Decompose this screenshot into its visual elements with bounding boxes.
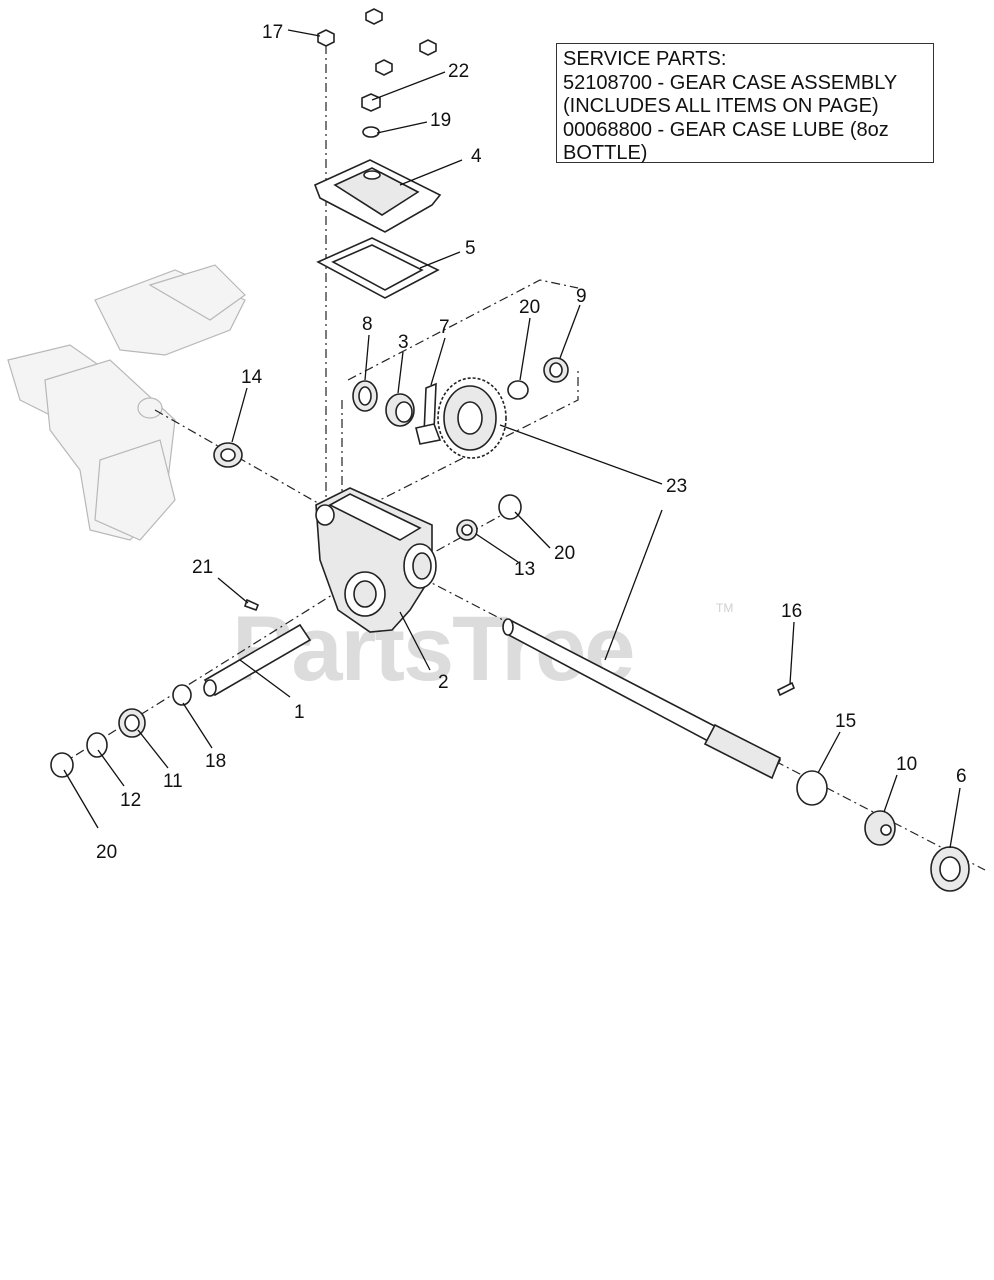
worm-gear bbox=[437, 377, 507, 459]
callout-label: 4 bbox=[471, 146, 482, 167]
callout-label: 14 bbox=[241, 367, 263, 388]
watermark-text: PartsTree bbox=[232, 598, 633, 700]
service-parts-line: (INCLUDES ALL ITEMS ON PAGE) bbox=[563, 95, 879, 117]
callout-label: 21 bbox=[192, 557, 213, 578]
service-parts-line: BOTTLE) bbox=[563, 142, 648, 164]
callout-label: 8 bbox=[362, 314, 373, 335]
callout-label: 11 bbox=[163, 771, 183, 792]
callout-label: 19 bbox=[430, 110, 451, 131]
callout-label: 1 bbox=[294, 702, 305, 723]
impeller-shaft bbox=[502, 618, 782, 780]
callout-label: 9 bbox=[576, 286, 587, 307]
callout-label: 15 bbox=[835, 711, 856, 732]
service-parts-box: SERVICE PARTS: 52108700 - GEAR CASE ASSE… bbox=[556, 43, 934, 164]
callout-label: 16 bbox=[781, 601, 802, 622]
washer-left bbox=[213, 442, 243, 468]
service-parts-line: 00068800 - GEAR CASE LUBE (8oz bbox=[563, 118, 889, 141]
bolts bbox=[317, 8, 437, 138]
callout-label: 10 bbox=[896, 754, 917, 775]
service-parts-line: SERVICE PARTS: bbox=[563, 48, 727, 70]
gasket bbox=[316, 237, 440, 299]
service-parts-line: 52108700 - GEAR CASE ASSEMBLY bbox=[563, 71, 898, 94]
auger-shaft bbox=[203, 598, 312, 697]
callout-label: 3 bbox=[398, 332, 409, 353]
gear-case-housing bbox=[315, 487, 437, 633]
callout-label: 7 bbox=[439, 317, 450, 338]
callout-label: 2 bbox=[438, 672, 449, 693]
hardware-right bbox=[776, 681, 970, 892]
watermark-trademark: TM bbox=[716, 601, 733, 615]
callout-label: 5 bbox=[465, 238, 476, 259]
washers-top bbox=[507, 357, 569, 400]
callout-label: 23 bbox=[666, 476, 687, 497]
callout-label: 20 bbox=[96, 842, 117, 863]
callout-label: 17 bbox=[262, 22, 283, 43]
callout-label: 12 bbox=[120, 790, 141, 811]
callout-label: 20 bbox=[519, 297, 540, 318]
callout-label: 20 bbox=[554, 543, 575, 564]
auger-ghost-illustration bbox=[7, 264, 246, 541]
leader-lines bbox=[63, 29, 961, 849]
callout-label: 6 bbox=[956, 766, 967, 787]
callout-label: 22 bbox=[448, 61, 469, 82]
callout-label: 18 bbox=[205, 751, 226, 772]
washers-mid bbox=[456, 494, 522, 541]
gear-case-cover bbox=[313, 159, 442, 233]
callout-labels: 17 22 19 4 5 8 3 7 20 9 14 23 13 20 21 2… bbox=[96, 22, 967, 863]
alignment-lines bbox=[59, 45, 986, 871]
bearings-and-key bbox=[352, 380, 442, 445]
callout-label: 13 bbox=[514, 559, 535, 580]
washers-bottom-left bbox=[50, 684, 192, 778]
